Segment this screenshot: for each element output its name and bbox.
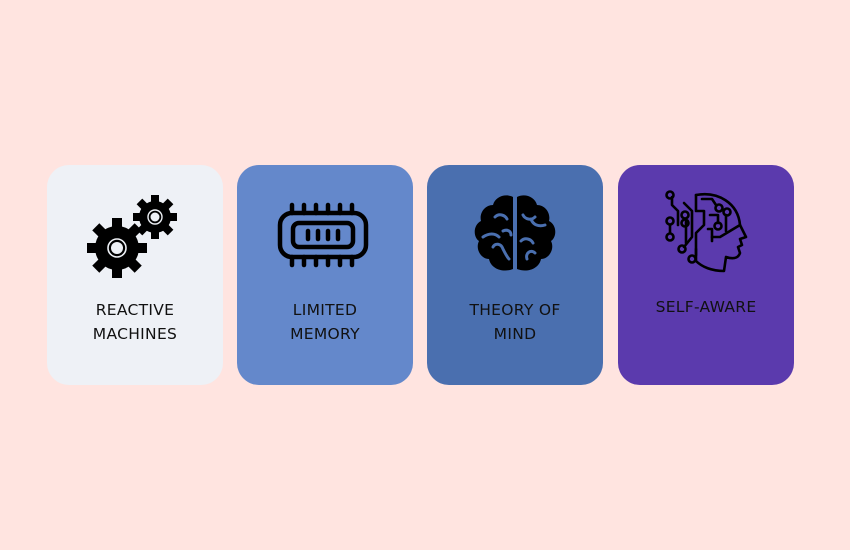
card-label: REACTIVE MACHINES: [92, 301, 178, 343]
card-theory-of-mind: THEORY OF MIND: [427, 165, 603, 385]
ai-head-circuit-icon: [656, 185, 756, 285]
card-label: SELF-AWARE: [655, 298, 757, 316]
memory-chip-icon: [275, 185, 375, 285]
card-limited-memory: LIMITED MEMORY: [237, 165, 413, 385]
card-label: LIMITED MEMORY: [290, 301, 360, 343]
card-reactive-machines: REACTIVE MACHINES: [47, 165, 223, 385]
gears-icon: [85, 185, 185, 285]
card-self-aware: SELF-AWARE: [618, 165, 794, 385]
card-label: THEORY OF MIND: [469, 301, 561, 343]
brain-icon: [465, 185, 565, 285]
